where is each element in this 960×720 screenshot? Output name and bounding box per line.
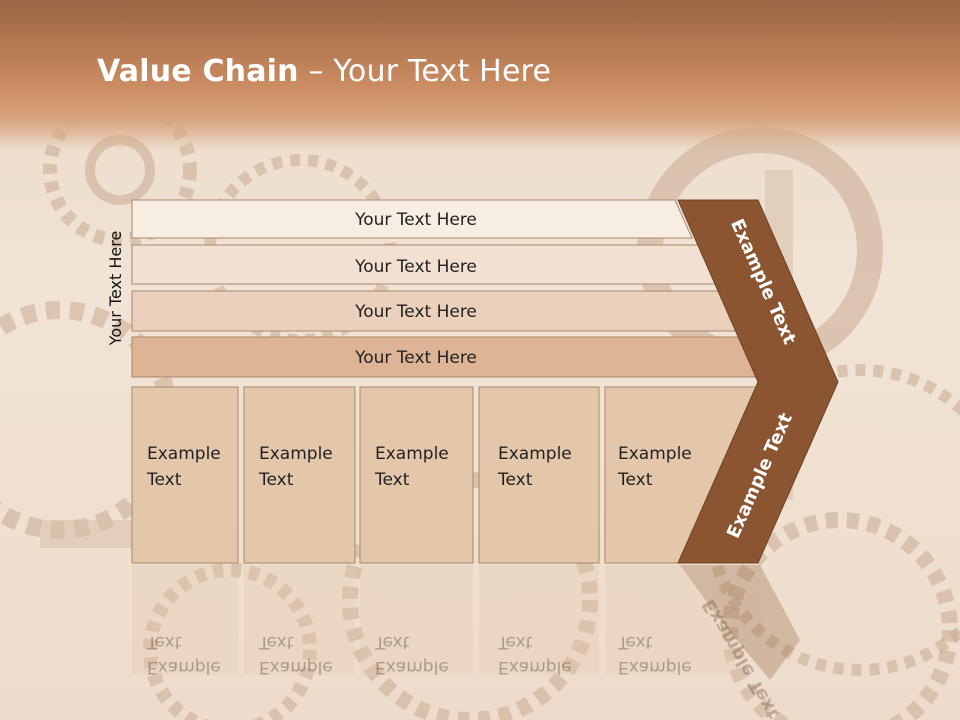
column-label-reflection: Text bbox=[258, 632, 294, 652]
column-box-3 bbox=[359, 386, 474, 564]
title-bold: Value Chain bbox=[97, 54, 299, 89]
gear-icon bbox=[722, 512, 958, 720]
column-label-4b: Text bbox=[497, 470, 533, 490]
row-label-3: Your Text Here bbox=[354, 302, 477, 322]
column-label-reflection: Example bbox=[147, 657, 221, 677]
column-label-reflection: Example bbox=[259, 657, 333, 677]
column-reflection bbox=[479, 565, 599, 675]
column-box-2 bbox=[243, 386, 356, 564]
page-title: Value Chain – Your Text Here bbox=[97, 54, 551, 89]
column-reflection bbox=[132, 565, 238, 675]
column-reflection bbox=[605, 565, 735, 675]
column-label-2b: Text bbox=[258, 470, 294, 490]
title-rest: – Your Text Here bbox=[298, 54, 552, 89]
column-label-reflection: Example bbox=[498, 657, 572, 677]
column-reflection bbox=[360, 565, 473, 675]
row-label-2: Your Text Here bbox=[354, 257, 477, 277]
row-bar-1 bbox=[131, 199, 693, 239]
column-label-4a: Example bbox=[498, 444, 572, 464]
column-label-reflection: Example bbox=[618, 657, 692, 677]
side-label: Your Text Here bbox=[106, 231, 125, 347]
column-label-reflection: Text bbox=[146, 632, 182, 652]
column-label-1a: Example bbox=[147, 444, 221, 464]
column-label-1b: Text bbox=[146, 470, 182, 490]
row-label-1: Your Text Here bbox=[354, 210, 477, 230]
column-box-4 bbox=[478, 386, 600, 564]
column-label-3a: Example bbox=[375, 444, 449, 464]
column-label-5a: Example bbox=[618, 444, 692, 464]
column-label-reflection: Text bbox=[497, 632, 533, 652]
chevron-arrow bbox=[677, 199, 839, 564]
column-reflection bbox=[244, 565, 355, 675]
column-box-1 bbox=[131, 386, 239, 564]
title-band bbox=[0, 0, 960, 150]
column-label-2a: Example bbox=[259, 444, 333, 464]
chevron-reflection bbox=[680, 565, 800, 680]
column-label-3b: Text bbox=[374, 470, 410, 490]
gear-icon bbox=[342, 472, 598, 720]
column-label-reflection: Text bbox=[617, 632, 653, 652]
row-label-4: Your Text Here bbox=[354, 348, 477, 368]
row-bars: Your Text Here Your Text Here Your Text … bbox=[131, 199, 764, 378]
column-boxes: Example Text Example Text Example Text E… bbox=[131, 386, 761, 564]
gear-icon bbox=[143, 563, 317, 720]
diagram-reflection bbox=[132, 565, 800, 680]
column-label-reflection: Text bbox=[374, 632, 410, 652]
column-label-5b: Text bbox=[617, 470, 653, 490]
column-label-reflection: Example bbox=[375, 657, 449, 677]
